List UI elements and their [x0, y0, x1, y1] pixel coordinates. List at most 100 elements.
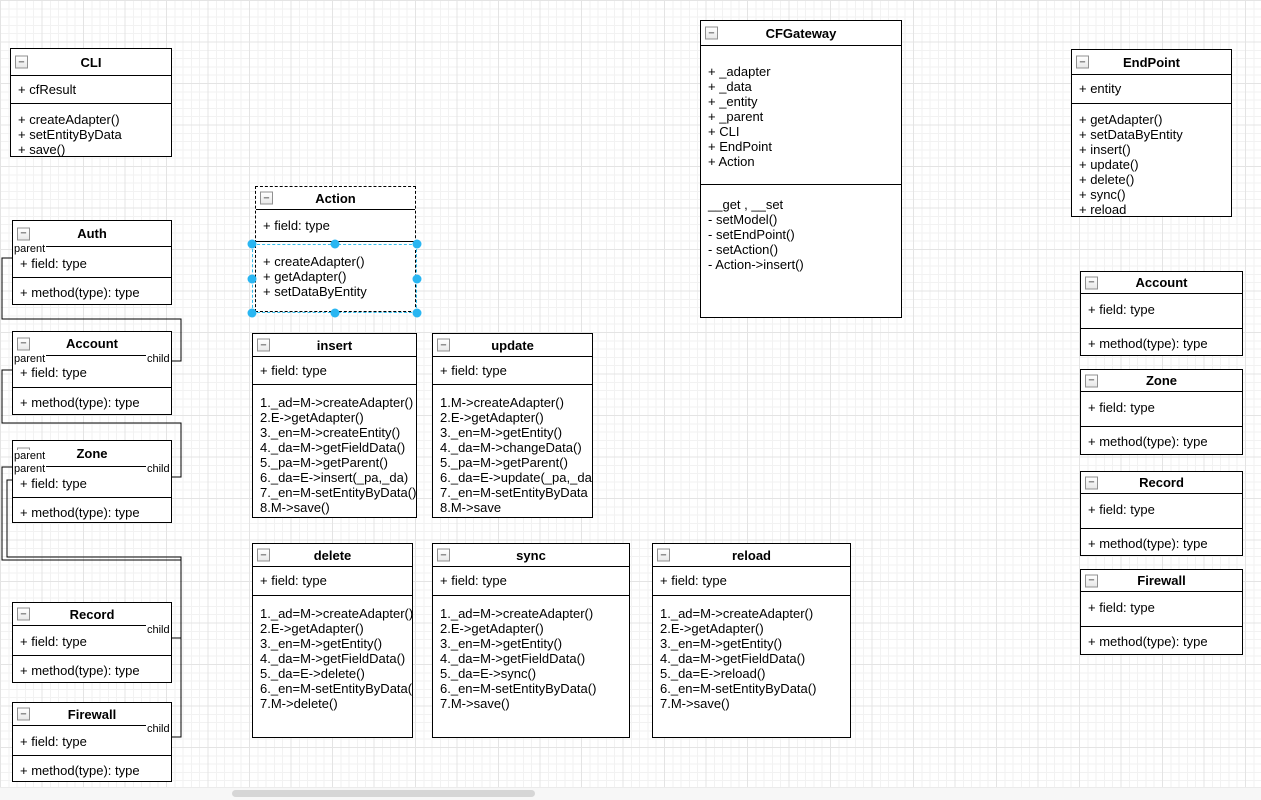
- selection-handle[interactable]: [330, 308, 339, 318]
- class-field-line: + field: type: [20, 734, 87, 749]
- class-zone-right[interactable]: −Zone+ field: type+ method(type): type: [1080, 369, 1243, 455]
- class-method-line: 1._ad=M->createAdapter(): [260, 395, 414, 410]
- class-fields-compartment: + cfResult: [11, 75, 171, 103]
- connector-zone-to-firewall[interactable]: [6, 479, 182, 738]
- connector-account-to-zone[interactable]: [1, 369, 182, 478]
- connector-auth-to-account[interactable]: [1, 257, 182, 362]
- selection-handle[interactable]: [247, 308, 257, 318]
- class-update[interactable]: − update + field: type 1.M->createAdapter()…: [432, 333, 593, 518]
- collapse-icon[interactable]: −: [17, 227, 30, 240]
- selection-handle[interactable]: [247, 239, 257, 249]
- class-method-line: + getAdapter(): [1079, 112, 1163, 127]
- class-method-line: - setEndPoint(): [708, 227, 795, 242]
- class-endpoint[interactable]: −EndPoint+ entity+ getAdapter()+ setData…: [1071, 49, 1232, 217]
- class-account-left[interactable]: − Account + field: type + method(type): typ…: [12, 331, 172, 415]
- class-method-line: + method(type): type: [20, 763, 140, 778]
- class-methods-compartment: 1._ad=M->createAdapter()2.E->getAdapter(…: [253, 595, 412, 737]
- collapse-icon[interactable]: −: [257, 548, 270, 562]
- class-record-left[interactable]: −Record+ field: type+ method(type): type: [12, 602, 172, 683]
- collapse-icon[interactable]: −: [1085, 476, 1098, 489]
- class-firewall-right[interactable]: −Firewall+ field: type+ method(type): ty…: [1080, 569, 1243, 655]
- collapse-icon[interactable]: −: [257, 338, 270, 352]
- class-method-line: 2.E->getAdapter(): [660, 621, 764, 636]
- collapse-icon[interactable]: −: [437, 548, 450, 562]
- class-field-line: + field: type: [440, 363, 507, 378]
- edge-label-child: child: [146, 463, 171, 475]
- collapse-icon[interactable]: −: [1085, 276, 1098, 289]
- class-fields-compartment: + field: type: [13, 355, 171, 387]
- selection-handle[interactable]: [412, 274, 422, 283]
- class-title: Zone: [76, 446, 108, 461]
- class-method-line: 4._da=M->getFieldData(): [660, 651, 806, 666]
- class-field-line: + field: type: [660, 573, 727, 588]
- collapse-icon[interactable]: −: [15, 55, 28, 69]
- collapse-icon[interactable]: −: [1085, 574, 1098, 587]
- class-method-line: 1.M->createAdapter(): [440, 395, 564, 410]
- class-field-line: + field: type: [263, 218, 330, 233]
- class-field-line: + field: type: [1088, 302, 1155, 317]
- class-method-line: 2.E->getAdapter(): [440, 621, 544, 636]
- class-method-line: 2.E->getAdapter(): [440, 410, 544, 425]
- collapse-icon[interactable]: −: [17, 337, 30, 350]
- class-method-line: 6._en=M-setEntityByData(): [440, 681, 597, 696]
- class-fields-compartment: + field: type: [13, 466, 171, 497]
- class-method-line: + method(type): type: [20, 663, 140, 678]
- class-method-line: 7.M->delete(): [260, 696, 338, 711]
- class-field-line: + field: type: [260, 363, 327, 378]
- class-method-line: + method(type): type: [1088, 634, 1208, 649]
- class-methods-compartment: __get , __set- setModel()- setEndPoint()…: [701, 184, 901, 317]
- class-method-line: + createAdapter(): [263, 254, 365, 269]
- class-fields-compartment: + field: type: [13, 725, 171, 755]
- class-action[interactable]: −Action+ field: type+ createAdapter()+ g…: [255, 186, 416, 312]
- class-methods-compartment: + method(type): type: [1081, 426, 1242, 454]
- class-cfgateway[interactable]: −CFGateway+ _adapter+ _data+ _entity+ _p…: [700, 20, 902, 318]
- collapse-icon[interactable]: −: [260, 191, 273, 205]
- class-title: update: [491, 337, 534, 353]
- collapse-icon[interactable]: −: [17, 607, 30, 621]
- class-title: delete: [313, 547, 352, 563]
- selection-handle[interactable]: [247, 274, 257, 283]
- class-method-line: + method(type): type: [20, 395, 140, 410]
- collapse-icon[interactable]: −: [437, 338, 450, 352]
- horizontal-scrollbar[interactable]: [0, 787, 1261, 800]
- collapse-icon[interactable]: −: [17, 707, 30, 721]
- class-auth[interactable]: −Auth+ field: type+ method(type): type: [12, 220, 172, 305]
- class-fields-compartment: + field: type: [253, 356, 416, 384]
- class-method-line: + reload: [1079, 202, 1127, 216]
- horizontal-scrollbar-thumb[interactable]: [232, 790, 535, 797]
- connector-zone-to-record[interactable]: [1, 466, 182, 639]
- collapse-icon[interactable]: −: [657, 548, 670, 562]
- selection-handle[interactable]: [330, 239, 339, 249]
- class-account-right[interactable]: −Account+ field: type+ method(type): typ…: [1080, 271, 1243, 356]
- class-method-line: + sync(): [1079, 187, 1126, 202]
- class-title: Zone: [1145, 373, 1178, 388]
- edge-label-parent: parent: [13, 450, 47, 462]
- class-method-line: + setDataByEntity: [263, 284, 367, 299]
- selection-rectangle[interactable]: [252, 244, 417, 313]
- class-cli[interactable]: −CLI+ cfResult+ createAdapter()+ setEnti…: [10, 48, 172, 157]
- class-methods-compartment: 1._ad=M->createAdapter()2.E->getAdapter(…: [253, 384, 416, 517]
- class-methods-compartment: + method(type): type: [13, 497, 171, 522]
- collapse-icon[interactable]: −: [705, 26, 718, 40]
- class-methods-compartment: + method(type): type: [13, 655, 171, 682]
- class-record-right[interactable]: −Record+ field: type+ method(type): type: [1080, 471, 1243, 556]
- class-method-line: 4._da=M->changeData(): [440, 440, 582, 455]
- class-methods-compartment: + method(type): type: [13, 277, 171, 304]
- selection-handle[interactable]: [412, 308, 422, 318]
- class-field-line: + CLI: [708, 124, 740, 139]
- class-firewall-left[interactable]: −Firewall+ field: type+ method(type): ty…: [12, 702, 172, 782]
- class-field-line: + field: type: [1088, 600, 1155, 615]
- class-method-line: 2.E->getAdapter(): [260, 410, 364, 425]
- selection-handle[interactable]: [412, 239, 422, 249]
- class-title: Account: [66, 336, 118, 351]
- collapse-icon[interactable]: −: [1076, 55, 1089, 69]
- collapse-icon[interactable]: −: [1085, 374, 1098, 387]
- class-title: sync: [516, 547, 546, 563]
- class-fields-compartment: + field: type: [13, 246, 171, 277]
- class-method-line: 5._da=E->reload(): [660, 666, 766, 681]
